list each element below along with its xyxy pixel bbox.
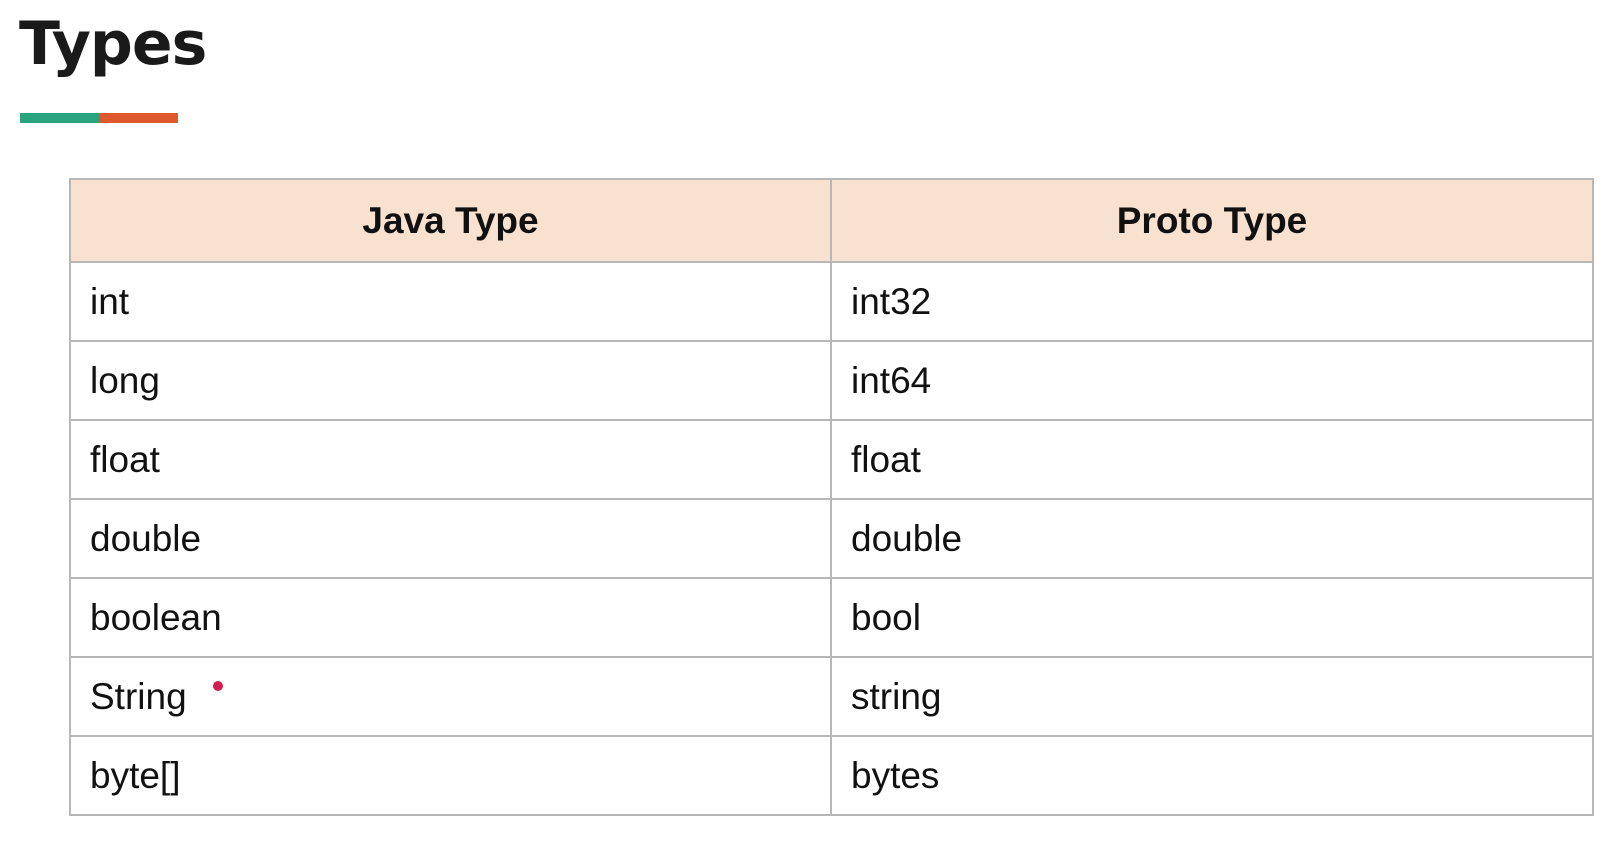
table-row: boolean bool (69, 577, 1594, 658)
proto-type-cell: int32 (830, 261, 1594, 342)
table-row: double double (69, 498, 1594, 579)
annotation-dot (213, 680, 223, 691)
java-type-cell: double (69, 498, 832, 579)
proto-type-cell: float (830, 419, 1594, 500)
title-underline-orange (99, 113, 178, 123)
java-type-cell: byte[] (69, 735, 832, 816)
proto-type-cell: int64 (830, 340, 1594, 421)
java-type-label: String (90, 675, 187, 717)
proto-type-cell: bool (830, 577, 1594, 658)
table-header-row: Java Type Proto Type (69, 178, 1594, 263)
table-row: float float (69, 419, 1594, 500)
java-type-cell: float (69, 419, 832, 500)
java-type-cell: long (69, 340, 832, 421)
java-type-cell: String (69, 656, 832, 737)
column-header-proto-type: Proto Type (830, 178, 1594, 263)
table-row: int int32 (69, 261, 1594, 342)
table-row: long int64 (69, 340, 1594, 421)
proto-type-cell: bytes (830, 735, 1594, 816)
table-row: byte[] bytes (69, 735, 1594, 816)
type-mapping-table: Java Type Proto Type int int32 long int6… (69, 178, 1594, 816)
java-type-cell: int (69, 261, 832, 342)
java-type-cell: boolean (69, 577, 832, 658)
table-row: String string (69, 656, 1594, 737)
proto-type-cell: string (830, 656, 1594, 737)
java-type-text: String (90, 675, 223, 718)
proto-type-cell: double (830, 498, 1594, 579)
column-header-java-type: Java Type (69, 178, 832, 263)
title-underline (20, 113, 178, 123)
page-title: Types (19, 9, 207, 79)
title-underline-green (20, 113, 99, 123)
